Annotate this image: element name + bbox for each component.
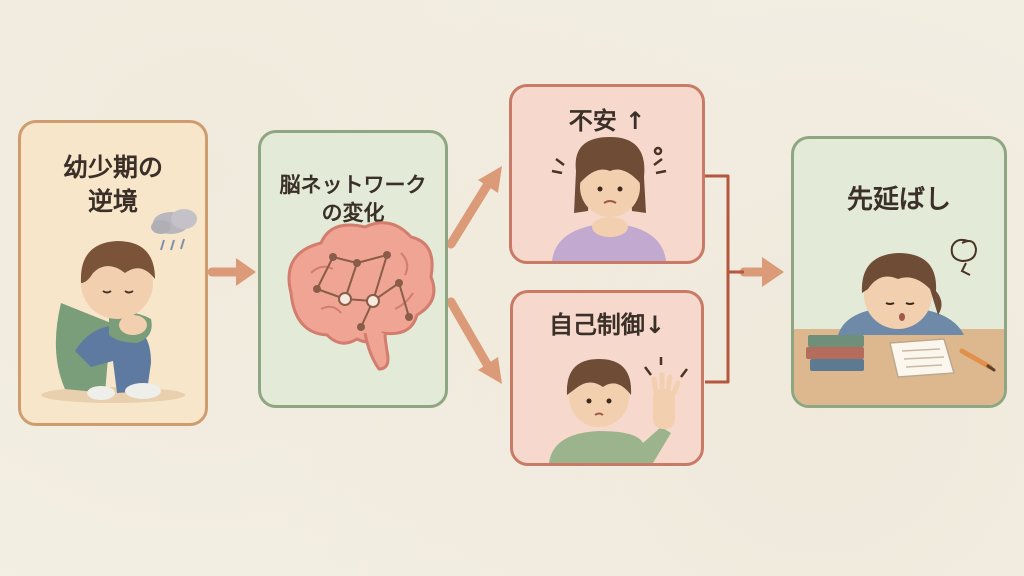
node-self-control-decrease-label: 自己制御↓ [548, 311, 666, 339]
book-stack-icon [806, 335, 864, 371]
anxious-girl-illustration [551, 137, 667, 261]
node-anxiety-increase-label: 不安 ↑ [568, 107, 646, 135]
rain-cloud-icon [151, 209, 197, 251]
stress-swirl-icon [950, 238, 978, 276]
boy-raising-hand-illustration [549, 357, 688, 463]
sad-child-illustration [41, 209, 197, 403]
node-procrastination: 先延ばし [791, 136, 1007, 408]
tired-student-desk-illustration [794, 238, 1004, 405]
node-brain-network-change-label: 脳ネットワーク の変化 [279, 173, 427, 226]
motion-lines-icon [644, 357, 688, 378]
node-anxiety-increase: 不安 ↑ [509, 84, 705, 264]
node-self-control-decrease: 自己制御↓ [510, 290, 704, 466]
node-procrastination-label: 先延ばし [846, 185, 951, 215]
node-childhood-adversity-label: 幼少期の 逆境 [62, 153, 163, 216]
paper-sheet-icon [889, 338, 955, 378]
node-childhood-adversity: 幼少期の 逆境 [18, 120, 208, 426]
pencil-icon [959, 348, 996, 372]
worry-marks-icon [551, 146, 667, 175]
brain-network-illustration [287, 221, 436, 371]
node-brain-network-change: 脳ネットワーク の変化 [258, 130, 448, 408]
